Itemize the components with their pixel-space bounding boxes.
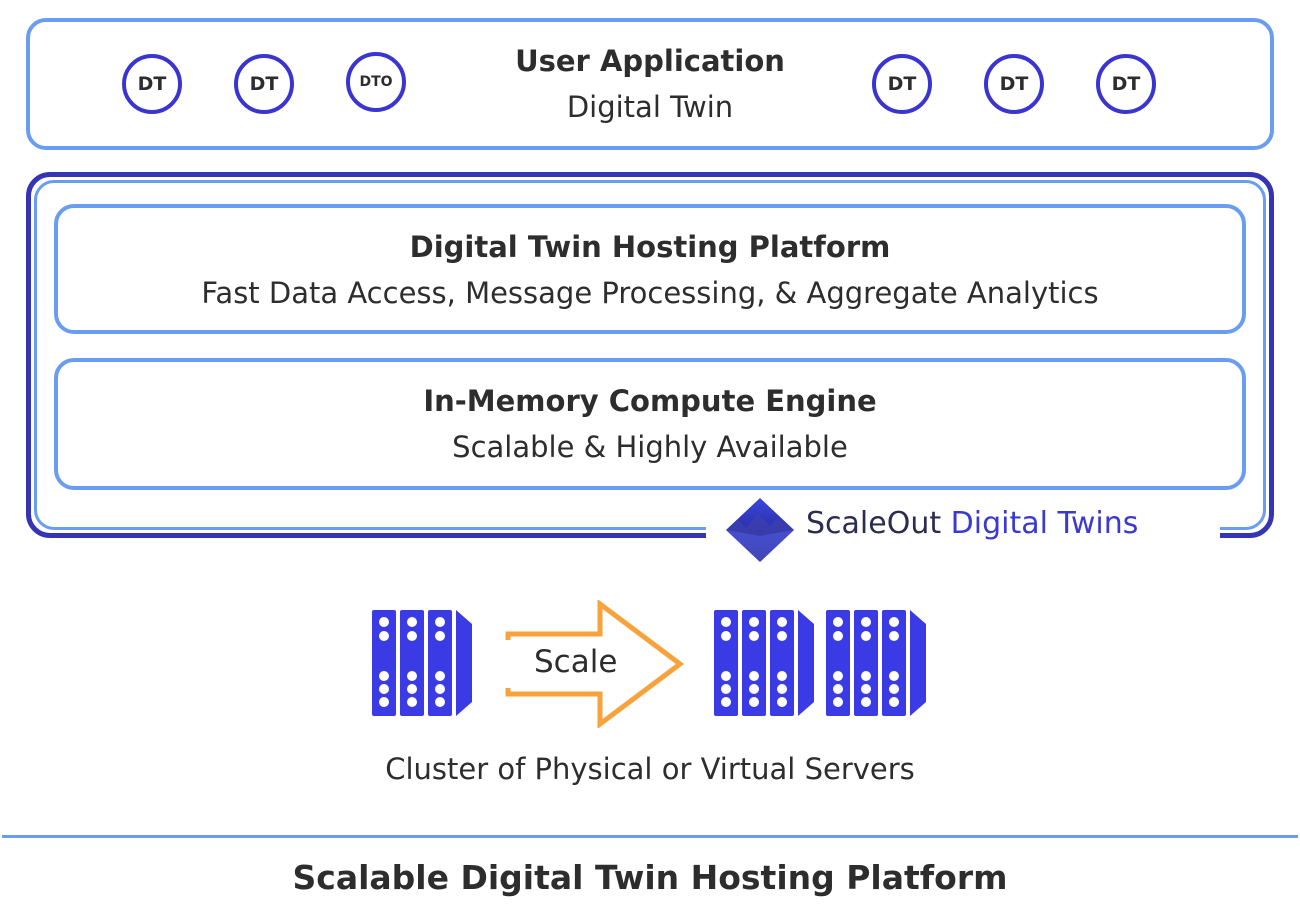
digital-twin-node: DT (234, 54, 294, 114)
digital-twin-node: DT (1096, 54, 1156, 114)
user-application-title: User Application (515, 44, 785, 78)
scaleout-brand-name: ScaleOut Digital Twins (806, 506, 1138, 541)
brand-name-primary: ScaleOut (806, 506, 942, 541)
hosting-platform-subtitle: Fast Data Access, Message Processing, & … (201, 276, 1099, 310)
scaleout-logo-icon (726, 498, 794, 562)
hosting-platform-box: Digital Twin Hosting Platform Fast Data … (54, 204, 1246, 334)
footer-divider (2, 835, 1298, 838)
brand-background (706, 508, 1220, 558)
scale-label: Scale (534, 644, 618, 680)
cluster-caption: Cluster of Physical or Virtual Servers (385, 752, 915, 786)
digital-twin-node: DT (872, 54, 932, 114)
compute-engine-subtitle: Scalable & Highly Available (452, 430, 848, 464)
hosting-platform-title: Digital Twin Hosting Platform (409, 230, 891, 264)
compute-engine-title: In-Memory Compute Engine (423, 384, 877, 418)
digital-twin-node: DTO (346, 52, 406, 112)
digital-twin-node: DT (984, 54, 1044, 114)
user-application-subtitle: Digital Twin (566, 90, 734, 124)
server-rack-icon (826, 610, 926, 716)
scaleout-platform-inner-border (34, 180, 1266, 530)
scale-arrow-icon (504, 600, 685, 728)
server-rack-icon (372, 610, 472, 716)
user-application-box: User Application Digital Twin (26, 18, 1274, 150)
brand-name-accent: Digital Twins (950, 506, 1139, 541)
digital-twin-node: DT (122, 54, 182, 114)
footer-title: Scalable Digital Twin Hosting Platform (292, 858, 1008, 897)
server-rack-icon (714, 610, 814, 716)
compute-engine-box: In-Memory Compute Engine Scalable & High… (54, 358, 1246, 490)
